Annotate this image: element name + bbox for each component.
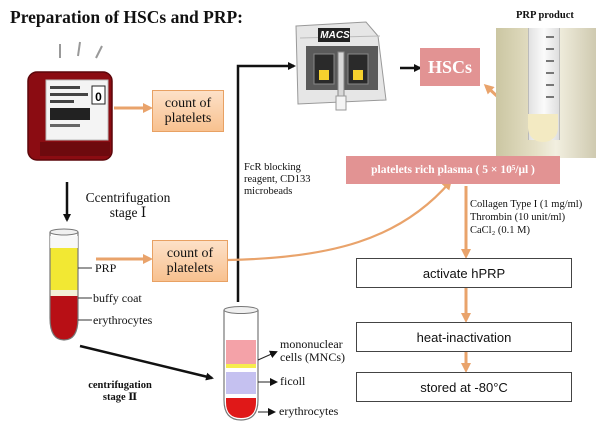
mnc-label: mononuclear cells (MNCs) (280, 337, 345, 365)
mnc-line1: mononuclear (280, 337, 343, 351)
prp-concentration-box: platelets rich plasma ( 5 × 10⁵/μl ) (346, 156, 560, 184)
prp-layer-label: PRP (95, 261, 117, 275)
prp-product-photo (496, 28, 596, 158)
buffy-coat-label: buffy coat (93, 291, 142, 305)
step-label: activate hPRP (422, 265, 506, 281)
bag-number-label: 0 (95, 90, 102, 104)
page-title: Preparation of HSCs and PRP: (10, 7, 244, 27)
step-label: heat-inactivation (416, 329, 512, 345)
count-label-line1: count of (164, 95, 212, 111)
centrifugation-line2: stage Ⅰ (109, 205, 147, 221)
reagent-thrombin: Thrombin (10 unit/ml) (470, 211, 566, 223)
prp-product-label: PRP product (516, 10, 574, 21)
reagent-collagen: Collagen Type I (1 mg/ml) (470, 199, 583, 210)
step-heat-inactivation: heat-inactivation (356, 322, 572, 352)
count-label-line2: platelets (166, 261, 214, 276)
centrifugation-line1: centrifugation (88, 380, 152, 391)
prp-box-label: platelets rich plasma (371, 164, 473, 176)
fcr-line2: reagent, CD133 (244, 173, 311, 185)
count-label-line1: count of (166, 245, 214, 261)
activation-reagents: Collagen Type I (1 mg/ml) Thrombin (10 u… (470, 199, 582, 237)
fcr-line1: FcR blocking (244, 162, 301, 173)
ficoll-label: ficoll (280, 374, 306, 388)
macs-label: MACS (320, 30, 350, 41)
erythrocytes-label-1: erythrocytes (93, 313, 153, 327)
step-storage: stored at -80°C (356, 372, 572, 402)
centrifuge-tube-1 (49, 228, 79, 341)
fcr-reagent-label: FcR blocking reagent, CD133 microbeads (244, 162, 310, 197)
prp-box-concentration: ( 5 × 10⁵/μl ) (475, 164, 535, 176)
mnc-line2: cells (MNCs) (280, 350, 345, 365)
count-label-line2: platelets (164, 111, 212, 126)
step-label: stored at -80°C (420, 379, 508, 395)
reagent-cacl2: CaCl₂ (0.1 M) (470, 224, 530, 236)
arrow-tube1-to-tube2 (79, 344, 214, 381)
centrifuge-tube-2 (223, 306, 259, 421)
centrifugation-line2: stage Ⅱ (102, 391, 138, 403)
macs-separator-icon (295, 21, 387, 111)
erythrocytes-label-2: erythrocytes (279, 404, 339, 418)
step-activate-hprp: activate hPRP (356, 258, 572, 288)
centrifugation-stage-2-label: centrifugation stage Ⅱ (72, 380, 168, 404)
hscs-label: HSCs (427, 56, 472, 77)
fcr-line3: microbeads (244, 185, 293, 197)
blood-bag-icon (27, 41, 113, 161)
arrow-tube2-to-macs (236, 62, 296, 302)
arrow-count-to-prp (227, 179, 452, 262)
centrifugation-line1: Ccentrifugation (85, 190, 171, 205)
hscs-box: HSCs (420, 48, 480, 86)
centrifugation-stage-1-label: Ccentrifugation stage Ⅰ (76, 190, 180, 220)
